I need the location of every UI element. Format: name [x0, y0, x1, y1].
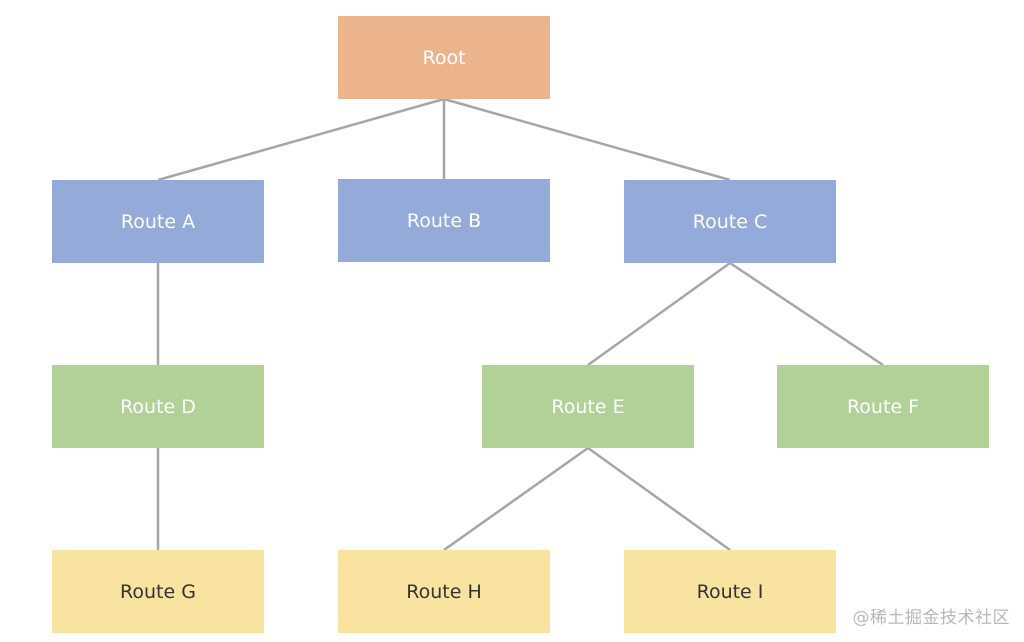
- node-route-g-label: Route G: [120, 580, 196, 603]
- edge-route-e-to-route-i: [587, 446, 731, 552]
- node-route-a-label: Route A: [120, 210, 196, 233]
- node-route-b-label: Route B: [406, 209, 482, 232]
- edge-root-to-route-a: [157, 97, 445, 182]
- node-route-f-label: Route F: [846, 395, 920, 418]
- edge-route-c-to-route-e: [587, 261, 731, 367]
- watermark-text: @稀土掘金技术社区: [852, 608, 1010, 628]
- edge-route-e-to-route-h: [443, 446, 589, 552]
- node-route-d-label: Route D: [120, 395, 196, 418]
- edge-root-to-route-c: [443, 97, 731, 182]
- node-route-i-label: Route I: [696, 580, 764, 603]
- node-route-b: Route B: [338, 179, 550, 262]
- node-route-e-label: Route E: [551, 395, 625, 418]
- node-route-h-label: Route H: [406, 580, 482, 603]
- node-route-c: Route C: [624, 180, 836, 263]
- node-root-label: Root: [422, 46, 466, 69]
- node-route-e: Route E: [482, 365, 694, 448]
- node-route-a: Route A: [52, 180, 264, 263]
- node-route-d: Route D: [52, 365, 264, 448]
- node-route-h: Route H: [338, 550, 550, 633]
- node-root: Root: [338, 16, 550, 99]
- node-route-i: Route I: [624, 550, 836, 633]
- node-route-g: Route G: [52, 550, 264, 633]
- edge-route-c-to-route-f: [729, 261, 884, 367]
- node-route-f: Route F: [777, 365, 989, 448]
- node-route-c-label: Route C: [692, 210, 768, 233]
